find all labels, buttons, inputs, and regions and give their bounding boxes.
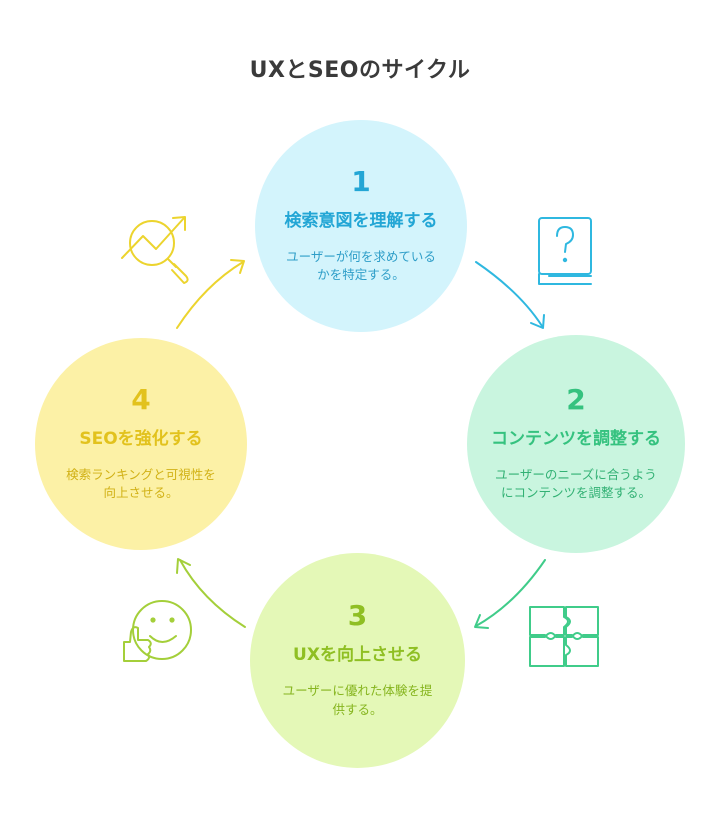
step-4-description: 検索ランキングと可視性を向上させる。 bbox=[66, 466, 216, 501]
step-1-circle: 1 検索意図を理解する ユーザーが何を求めているかを特定する。 bbox=[255, 120, 467, 332]
step-3-heading: UXを向上させる bbox=[293, 645, 422, 666]
step-1-description: ユーザーが何を求めているかを特定する。 bbox=[286, 248, 436, 283]
thumbs-up-smiley-icon bbox=[123, 600, 192, 662]
puzzle-icon bbox=[529, 606, 599, 667]
step-3-description: ユーザーに優れた体験を提供する。 bbox=[282, 683, 433, 717]
arrow-step3-to-step4 bbox=[176, 558, 246, 628]
step-4-circle: 4 SEOを強化する 検索ランキングと可視性を向上させる。 bbox=[35, 338, 247, 550]
diagram-title: UXとSEOのサイクル bbox=[249, 58, 471, 83]
step-2-description: ユーザーのニーズに合うようにコンテンツを調整する。 bbox=[495, 466, 657, 501]
arrow-step1-to-step2 bbox=[475, 261, 545, 329]
step-3-circle: 3 UXを向上させる ユーザーに優れた体験を提供する。 bbox=[250, 553, 465, 768]
step-4-number: 4 bbox=[131, 382, 151, 416]
step-4-heading: SEOを強化する bbox=[79, 428, 203, 449]
step-2-heading: コンテンツを調整する bbox=[491, 428, 661, 449]
arrow-step4-to-step1 bbox=[176, 259, 245, 329]
step-2-circle: 2 コンテンツを調整する ユーザーのニーズに合うようにコンテンツを調整する。 bbox=[467, 335, 685, 553]
step-1-heading: 検索意図を理解する bbox=[284, 210, 438, 231]
magnifier-trend-icon bbox=[121, 216, 189, 284]
arrow-step2-to-step3 bbox=[474, 559, 546, 629]
step-1-number: 1 bbox=[351, 164, 371, 198]
step-2-number: 2 bbox=[566, 382, 586, 416]
step-3-number: 3 bbox=[347, 599, 368, 633]
question-book-icon bbox=[538, 217, 592, 285]
